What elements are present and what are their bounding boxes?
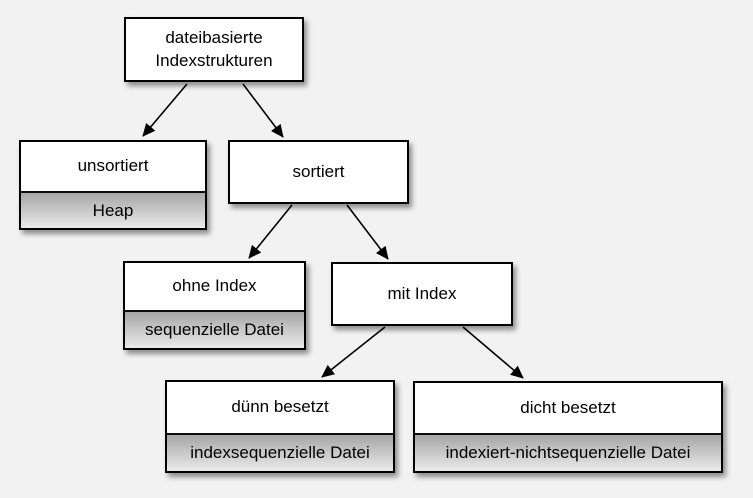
node-mit-index: mit Index <box>331 262 513 326</box>
node-label: unsortiert <box>77 156 149 176</box>
node-sublabel: indexiert-nichtsequenzielle Datei <box>415 433 721 471</box>
node-root-dateibasierte-indexstrukturen: dateibasierte Indexstrukturen <box>124 17 304 82</box>
edge-root-sortiert <box>242 83 284 138</box>
node-label: dicht besetzt <box>520 397 616 417</box>
node-label: dateibasierte Indexstrukturen <box>155 28 273 70</box>
node-ohne-index: ohne Index sequenzielle Datei <box>123 261 306 350</box>
node-sublabel: Heap <box>21 191 205 228</box>
edge-root-unsortiert <box>142 83 188 137</box>
node-label: sortiert <box>292 161 345 181</box>
edge-sortiert-ohne-index <box>248 204 293 259</box>
edge-sortiert-mit-index <box>346 204 389 260</box>
node-dicht-besetzt: dicht besetzt indexiert-nichtsequenziell… <box>413 381 723 473</box>
edge-mit-index-duenn <box>321 326 386 378</box>
edge-mit-index-dicht <box>462 326 524 379</box>
node-label: dünn besetzt <box>231 397 329 417</box>
node-sublabel: sequenzielle Datei <box>125 310 304 348</box>
node-label: ohne Index <box>172 276 257 296</box>
node-label: mit Index <box>387 283 457 303</box>
node-unsortiert: unsortiert Heap <box>19 140 207 230</box>
node-sublabel: indexsequenzielle Datei <box>167 433 393 471</box>
node-sortiert: sortiert <box>228 140 409 204</box>
node-duenn-besetzt: dünn besetzt indexsequenzielle Datei <box>165 380 395 473</box>
